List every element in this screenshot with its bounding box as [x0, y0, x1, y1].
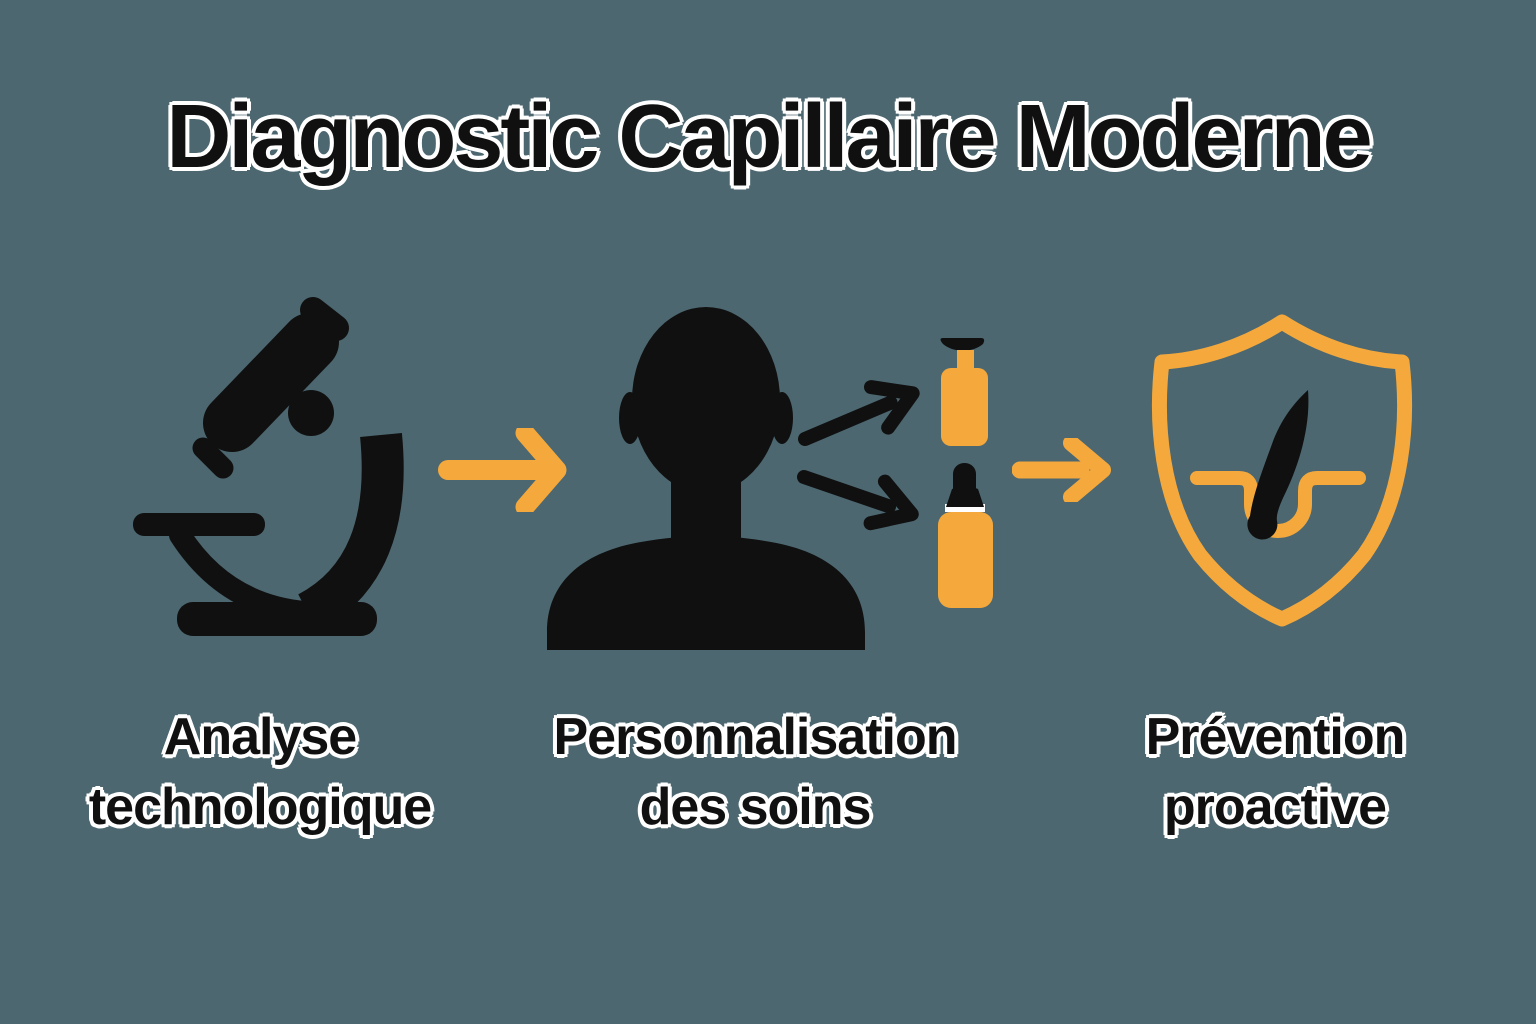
bottle-neck [957, 350, 974, 370]
microscope-tube [203, 313, 339, 452]
person-torso [547, 536, 865, 650]
step-label-line: Prévention [1145, 708, 1406, 766]
bottle-cap [940, 338, 985, 351]
shield-outline [1152, 314, 1412, 627]
step-label-line: Analyse [163, 708, 357, 766]
page-title: Diagnostic Capillaire Moderne [166, 87, 1372, 187]
dropper-collar [946, 486, 984, 507]
skin-follicle-line [1190, 471, 1366, 538]
product-bottles-icon [938, 338, 993, 608]
microscope-hook [169, 524, 316, 623]
step-label-personnalisation: Personnalisation des soins [495, 702, 1015, 842]
arrow-right-icon [1012, 438, 1111, 502]
microscope-base [177, 602, 377, 636]
step-label-line: Personnalisation [553, 708, 958, 766]
arrow-up-right-icon [798, 380, 920, 446]
microscope-stage [133, 513, 265, 536]
dropper-gap [945, 504, 985, 512]
step-label-prevention: Prévention proactive [1065, 702, 1485, 842]
microscope-icon [133, 297, 404, 636]
shield-hair-follicle-icon [1152, 314, 1412, 627]
person-ear-right [771, 392, 793, 444]
bottle-icon [940, 338, 988, 446]
split-arrows-icon [797, 380, 920, 531]
dropper-bottle-body [938, 512, 993, 608]
bottle-body [941, 368, 988, 446]
hair-strand [1247, 390, 1309, 540]
person-ear-left [619, 392, 641, 444]
person-head [632, 307, 780, 493]
microscope-objective [192, 437, 234, 479]
step-label-line: technologique [88, 778, 432, 836]
dropper-bottle-icon [938, 463, 993, 608]
person-neck [671, 468, 741, 546]
step-label-line: proactive [1163, 778, 1387, 836]
arrow-right-icon [438, 428, 567, 512]
person-silhouette-icon [547, 307, 865, 650]
microscope-knob [288, 390, 334, 436]
step-label-analyse: Analyse technologique [40, 702, 480, 842]
arrow-down-right-icon [797, 470, 919, 531]
microscope-arm [297, 432, 404, 632]
step-label-line: des soins [639, 778, 872, 836]
